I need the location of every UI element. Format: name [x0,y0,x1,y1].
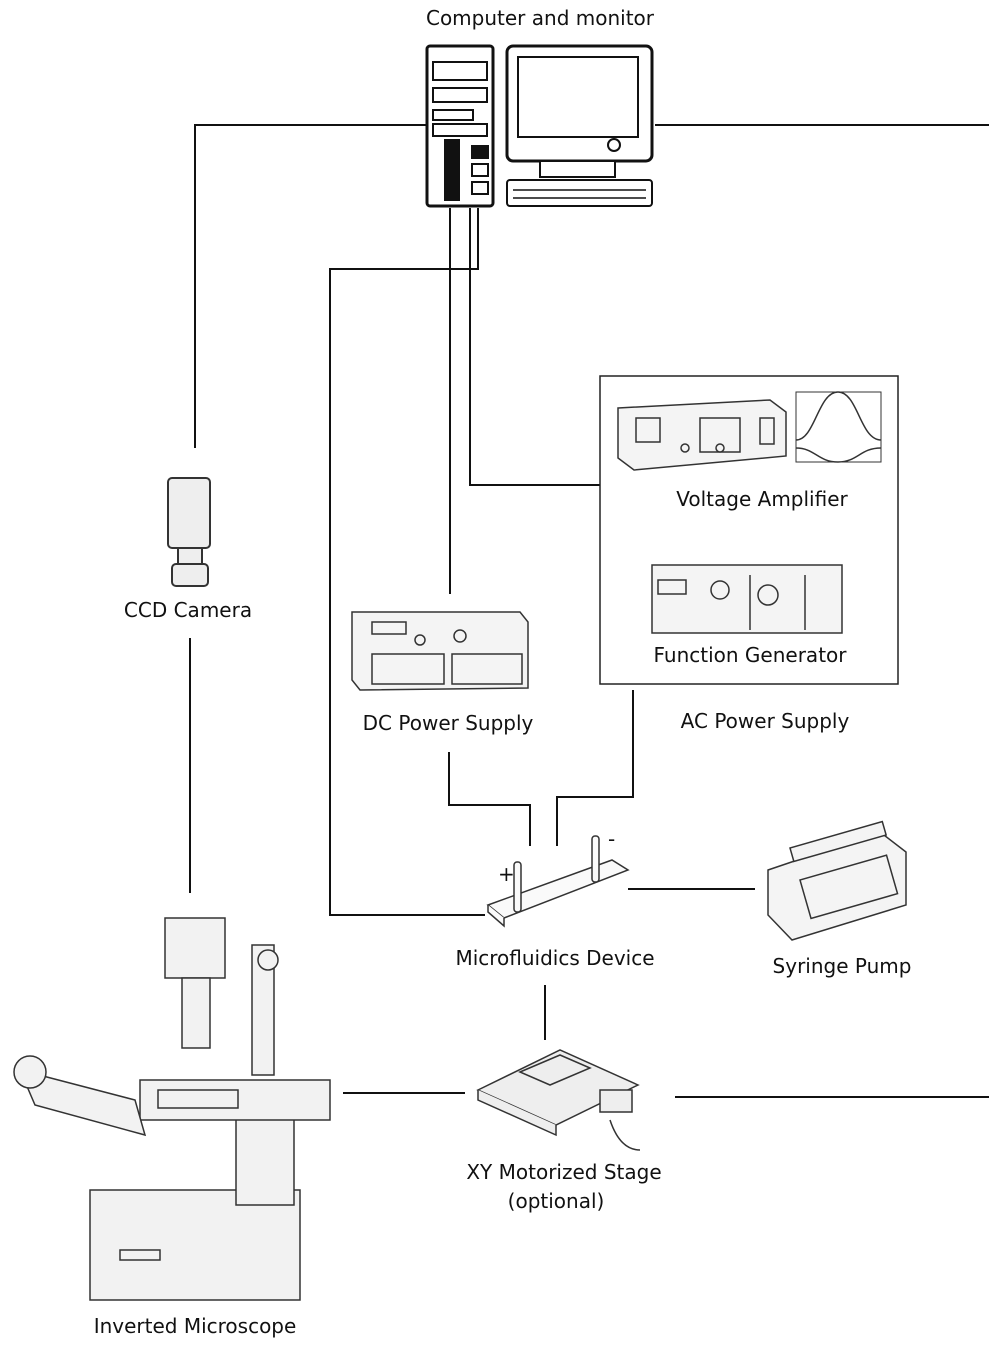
computer-tower-icon [427,46,493,206]
ac-supply-to-device-line [557,690,633,846]
dc-supply-to-device-line [449,752,530,846]
syringe-pump-label: Syringe Pump [773,954,912,978]
microfluidics-device-label: Microfluidics Device [455,946,654,970]
syringe-pump-icon [768,822,906,940]
computer-to-camera-line [195,125,427,448]
function-generator-icon [652,565,842,633]
xy-stage-label: XY Motorized Stage [466,1160,661,1184]
computer-label: Computer and monitor [426,6,654,30]
waveform-plot-icon [796,392,881,462]
xy-stage-icon [478,1050,640,1150]
computer-to-amplifier-line [470,208,600,485]
voltage-amplifier-icon [618,400,786,470]
function-generator-label: Function Generator [654,643,847,667]
ccd-camera-icon [168,478,210,586]
monitor-icon [507,46,652,206]
inverted-microscope-icon [14,918,330,1300]
computer-to-microfluidics-line [330,208,485,915]
ac-power-supply-label: AC Power Supply [681,709,850,733]
dc-power-supply-icon [352,612,528,690]
plus-terminal: + [498,862,515,886]
dc-power-supply-label: DC Power Supply [363,711,534,735]
voltage-amplifier-label: Voltage Amplifier [676,487,847,511]
xy-stage-optional-label: (optional) [508,1189,605,1213]
minus-terminal: - [608,827,615,851]
inverted-microscope-label: Inverted Microscope [94,1314,297,1338]
ccd-camera-label: CCD Camera [124,598,252,622]
